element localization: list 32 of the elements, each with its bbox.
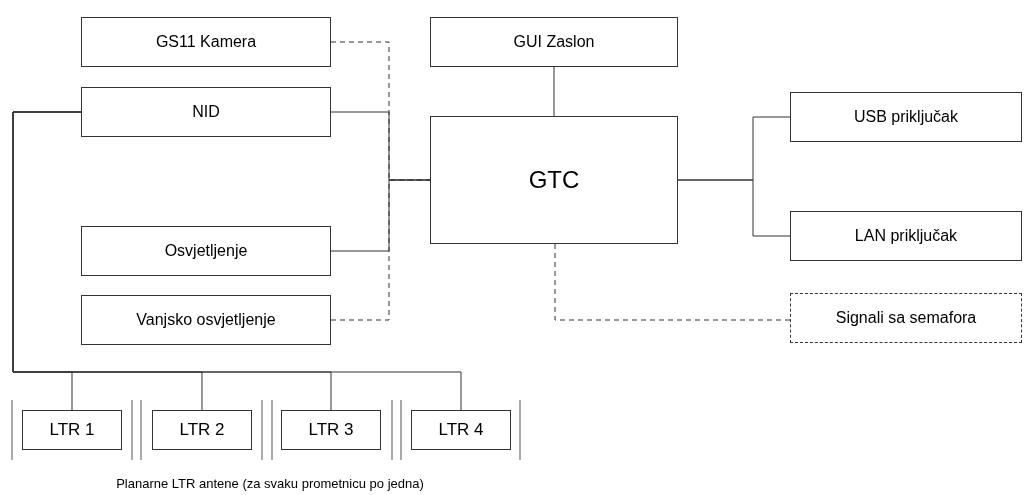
box-label: Signali sa semafora bbox=[835, 309, 977, 327]
caption: Planarne LTR antene (za svaku prometnicu po jedna) bbox=[115, 476, 425, 491]
component-box bbox=[790, 92, 1022, 142]
component-box bbox=[430, 17, 678, 67]
box-label: LTR 4 bbox=[438, 420, 484, 440]
dashed-connector bbox=[330, 179, 431, 321]
component-box bbox=[152, 410, 252, 450]
component-box bbox=[81, 17, 331, 67]
controller-box bbox=[430, 116, 678, 244]
box-label: LTR 3 bbox=[308, 420, 354, 440]
connector bbox=[553, 66, 555, 117]
box-label: GTC bbox=[528, 166, 580, 194]
component-box bbox=[281, 410, 381, 450]
connector bbox=[677, 179, 791, 237]
component-box bbox=[81, 87, 331, 137]
component-box bbox=[790, 293, 1022, 343]
component-box bbox=[81, 295, 331, 345]
component-box bbox=[81, 226, 331, 276]
box-label: LTR 2 bbox=[179, 420, 225, 440]
box-label: LTR 1 bbox=[49, 420, 95, 440]
box-label: GS11 Kamera bbox=[155, 33, 257, 51]
box-label: Vanjsko osvjetljenje bbox=[136, 311, 276, 329]
component-box bbox=[790, 211, 1022, 261]
component-box bbox=[411, 410, 511, 450]
box-label: Osvjetljenje bbox=[164, 242, 248, 260]
box-label: GUI Zaslon bbox=[513, 33, 595, 51]
box-label: NID bbox=[192, 103, 220, 121]
box-label: USB priključak bbox=[854, 108, 958, 126]
dashed-connector bbox=[554, 243, 791, 321]
connector bbox=[12, 111, 462, 411]
component-box bbox=[22, 410, 122, 450]
box-label: LAN priključak bbox=[854, 227, 958, 245]
